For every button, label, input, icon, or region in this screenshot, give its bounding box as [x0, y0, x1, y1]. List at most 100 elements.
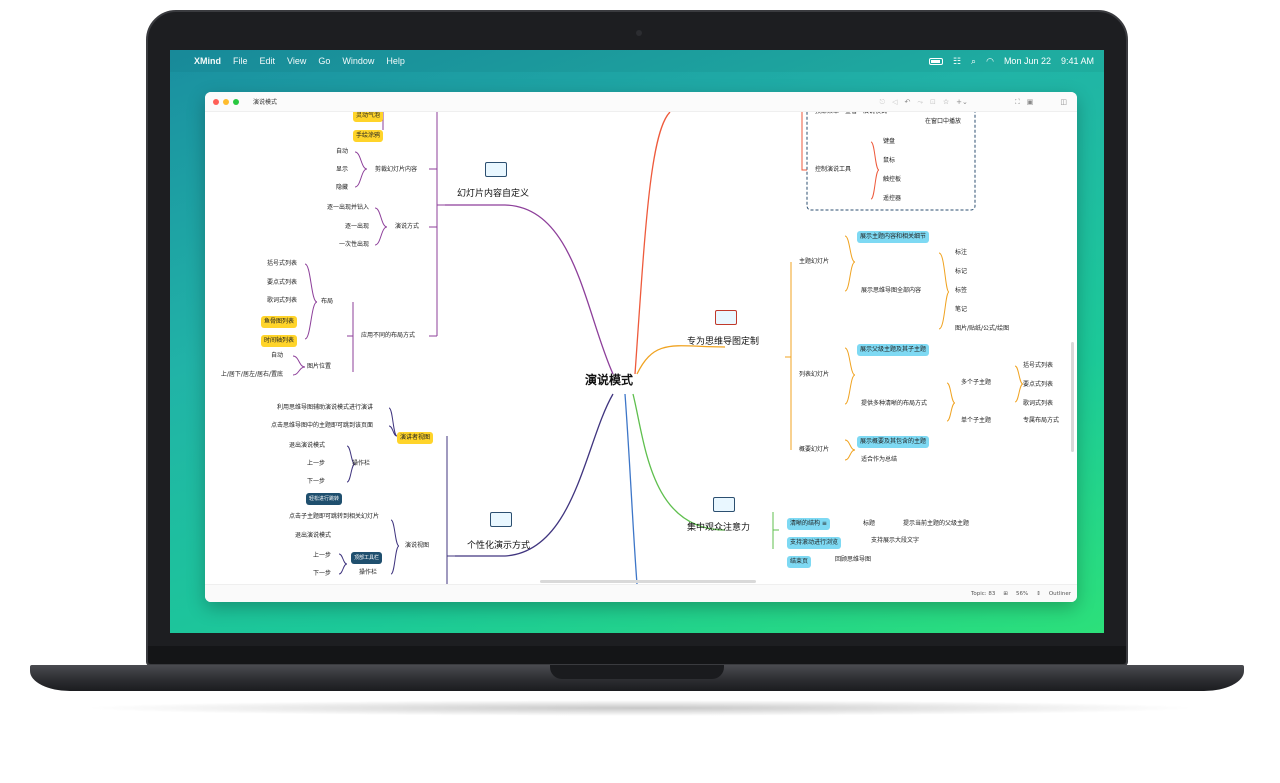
view-item-1[interactable]: 点击子主题即可跳转到相关幻灯片: [288, 513, 379, 520]
star-icon[interactable]: ☆: [942, 98, 950, 106]
view-item-2[interactable]: 退出演说模式: [294, 532, 331, 539]
menu-app-name[interactable]: XMind: [194, 56, 221, 66]
topic-list-slide[interactable]: 列表幻灯片: [799, 371, 830, 378]
menu-edit[interactable]: Edit: [259, 56, 276, 66]
map-icon[interactable]: ⊞: [1003, 590, 1008, 597]
tool-item-1[interactable]: 鼠标: [883, 157, 896, 164]
topic-title[interactable]: 标题: [863, 520, 876, 527]
outliner-button[interactable]: Outliner: [1048, 590, 1071, 597]
callout-top-toolbar[interactable]: 顶部工具栏: [351, 552, 383, 564]
callout-jump[interactable]: 轻松进行跳转: [306, 493, 343, 505]
search-icon[interactable]: ⌕: [971, 55, 977, 66]
mindmap-canvas[interactable]: 演说模式幻灯片内容自定义灵动气泡手绘涂鸦自动显示隐藏剪裁幻灯片内容逐一出现并钻入…: [205, 112, 1077, 584]
control-center-icon[interactable]: ☷: [952, 55, 962, 66]
leaf-present-3[interactable]: 一次性出现: [338, 241, 369, 248]
topic-single-child[interactable]: 单个子主题: [961, 417, 992, 424]
tool-item-3[interactable]: 遥控器: [883, 195, 902, 202]
toolbar-icon-1[interactable]: ⎋: [879, 97, 886, 106]
present-icon[interactable]: ▣: [1026, 98, 1034, 106]
topic-layout-apply[interactable]: 应用不同的布局方式: [361, 332, 416, 339]
toolbar-icon-2[interactable]: ◁: [892, 98, 898, 106]
summary-note[interactable]: 适合作为总结: [861, 456, 898, 463]
tag-theme[interactable]: 展示主题内容和相关细节: [857, 231, 930, 243]
menu-go[interactable]: Go: [318, 56, 331, 66]
topic-summary-slide[interactable]: 概要幻灯片: [799, 446, 830, 453]
topic-show-all[interactable]: 展示思维导图全部内容: [861, 287, 922, 294]
presenter-item-2[interactable]: 点击思维导图中的主题即可跳到该页面: [270, 422, 373, 429]
image-auto[interactable]: 自动: [270, 352, 283, 359]
ops-next[interactable]: 下一步: [306, 478, 325, 485]
layout-fishbone[interactable]: 鱼骨图列表: [260, 316, 297, 328]
theme-item-3[interactable]: 笔记: [955, 306, 968, 313]
topic-layout[interactable]: 布局: [321, 298, 334, 305]
branch-topic-focus[interactable]: 集中观众注意力: [687, 523, 751, 533]
theme-item-4[interactable]: 图片/贴纸/公式/绘图: [955, 325, 1010, 332]
leaf-present-1[interactable]: 逐一出现并钻入: [326, 204, 369, 211]
topic-present-mode[interactable]: 演说方式: [395, 223, 420, 230]
presenter-item-1[interactable]: 利用思维导图辅助演说模式进行演讲: [276, 404, 373, 411]
toolbar-icon-4[interactable]: ⤳: [917, 97, 923, 106]
pitch-icon[interactable]: ⛶: [1014, 97, 1020, 106]
topic-theme-slide[interactable]: 主题幻灯片: [799, 258, 830, 265]
top-menu-path[interactable]: 顶部菜单 - 查看 - 演说模式: [815, 112, 887, 116]
menu-time[interactable]: 9:41 AM: [1060, 56, 1094, 66]
zoom-level[interactable]: 56%: [1015, 590, 1029, 597]
multi-item-0[interactable]: 括号式列表: [1023, 362, 1054, 369]
topic-cut-slides[interactable]: 剪裁幻灯片内容: [375, 166, 418, 173]
topic-provide-layouts[interactable]: 提供多种清晰的布局方式: [861, 400, 928, 407]
topic-clear-structure[interactable]: 清晰的结构 ≡: [787, 518, 830, 530]
horizontal-scrollbar[interactable]: [540, 580, 756, 583]
topic-present-view[interactable]: 演说视图: [405, 542, 430, 549]
menu-help[interactable]: Help: [386, 56, 405, 66]
tag-summary[interactable]: 展示概要及其包含的主题: [857, 436, 930, 448]
topic-control-tools[interactable]: 控制演说工具: [815, 166, 852, 173]
layout-bracket[interactable]: 括号式列表: [266, 260, 297, 267]
theme-item-2[interactable]: 标签: [955, 287, 968, 294]
battery-icon[interactable]: [928, 57, 943, 65]
zoom-stepper-icon[interactable]: ⇕: [1036, 590, 1041, 597]
leaf-auto[interactable]: 自动: [335, 148, 348, 155]
leaf-hide[interactable]: 隐藏: [335, 184, 348, 191]
tag-doodle[interactable]: 手绘涂鸦: [352, 130, 383, 142]
layout-timeline[interactable]: 时间轴列表: [260, 335, 297, 347]
multi-item-1[interactable]: 要点式列表: [1023, 381, 1054, 388]
topic-multi-children[interactable]: 多个子主题: [961, 379, 992, 386]
menu-date[interactable]: Mon Jun 22: [1003, 56, 1051, 66]
menu-file[interactable]: File: [233, 56, 248, 66]
topic-image-position[interactable]: 图片位置: [307, 363, 332, 370]
menu-view[interactable]: View: [287, 56, 307, 66]
multi-item-2[interactable]: 歌词式列表: [1023, 400, 1054, 407]
close-window-button[interactable]: [213, 98, 219, 105]
single-layout[interactable]: 专属布局方式: [1023, 417, 1060, 424]
view-item-3[interactable]: 上一步: [312, 552, 331, 559]
topic-presenter-view[interactable]: 演讲者视图: [397, 432, 434, 444]
topic-scroll[interactable]: 支持滚动进行浏览: [787, 537, 842, 549]
branch-topic-custom[interactable]: 专为思维导图定制: [687, 337, 760, 347]
toolbar-icon-5[interactable]: ⊡: [929, 98, 936, 106]
wifi-icon[interactable]: ◠: [986, 55, 994, 66]
title-note[interactable]: 提示当前主题的父级主题: [903, 520, 970, 527]
tag-bubble[interactable]: 灵动气泡: [352, 112, 383, 122]
branch-topic-slides[interactable]: 幻灯片内容自定义: [457, 189, 530, 199]
theme-item-1[interactable]: 标记: [955, 268, 968, 275]
theme-item-0[interactable]: 标注: [955, 249, 968, 256]
ops-exit[interactable]: 退出演说模式: [288, 442, 325, 449]
sidebar-icon[interactable]: ◫: [1060, 98, 1067, 106]
topic-ops-bar[interactable]: 操作栏: [352, 460, 371, 467]
scroll-note[interactable]: 支持展示大段文字: [871, 537, 920, 544]
menu-window[interactable]: Window: [342, 56, 375, 66]
branch-topic-personal[interactable]: 个性化演示方式: [467, 541, 531, 551]
view-item-4[interactable]: 下一步: [312, 570, 331, 577]
topic-ops-bar-2[interactable]: 操作栏: [359, 569, 378, 576]
ops-prev[interactable]: 上一步: [306, 460, 325, 467]
tag-list[interactable]: 展示父级主题及其子主题: [857, 344, 930, 356]
leaf-present-2[interactable]: 逐一出现: [344, 223, 369, 230]
vertical-scrollbar[interactable]: [1071, 342, 1074, 452]
tool-item-2[interactable]: 触控板: [883, 176, 902, 183]
topic-end-page[interactable]: 结束页: [787, 556, 812, 568]
play-in-window[interactable]: 在窗口中播放: [925, 118, 962, 125]
leaf-show[interactable]: 显示: [335, 166, 348, 173]
tool-item-0[interactable]: 键盘: [883, 138, 896, 145]
undo-icon[interactable]: ↶: [904, 98, 911, 106]
minimize-window-button[interactable]: [223, 98, 229, 105]
